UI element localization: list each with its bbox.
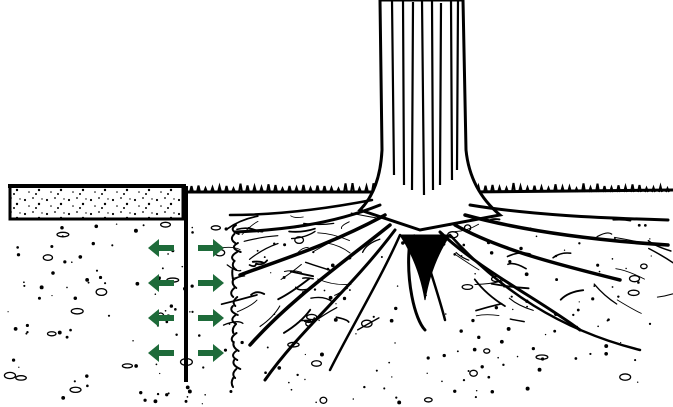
arrow-left-icon <box>148 309 174 327</box>
tree-trunk-icon <box>360 0 500 230</box>
arrow-left-icon <box>148 344 174 362</box>
arrow-right-icon <box>198 344 224 362</box>
arrow-left-icon <box>148 274 174 292</box>
arrow-left-icon <box>148 239 174 257</box>
arrow-right-icon <box>198 274 224 292</box>
pavement-slab <box>8 186 186 219</box>
arrow-right-icon <box>198 239 224 257</box>
arrow-right-icon <box>198 309 224 327</box>
soil-texture <box>4 222 663 404</box>
tree-roots-icon <box>217 200 673 387</box>
